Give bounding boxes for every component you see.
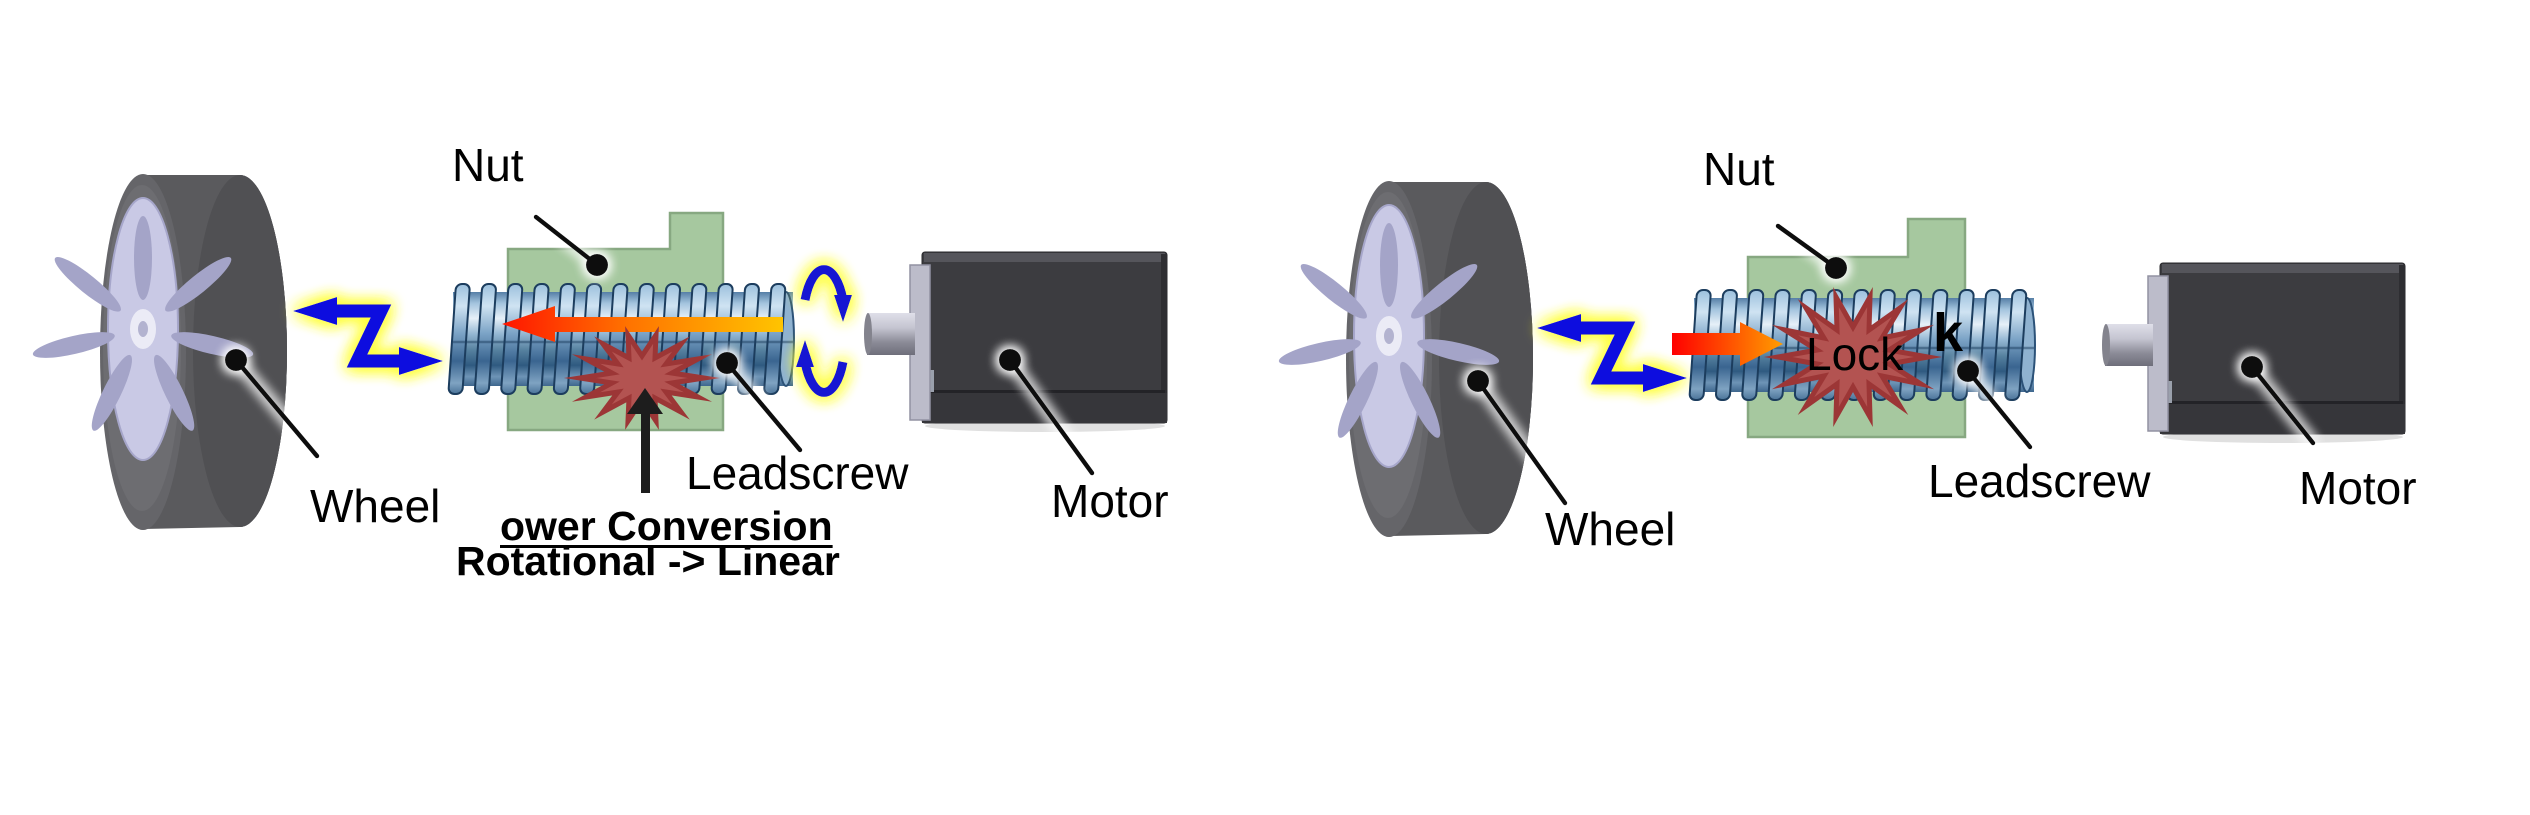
lock-burst-label: Lock [1806, 328, 1904, 380]
nut-leader-left [533, 214, 608, 276]
lock-starburst-right [1763, 286, 1943, 428]
nut-leader-right [1775, 223, 1847, 279]
power-conversion-caption: ower Conversion [500, 503, 833, 549]
motor-label-right: Motor [2299, 462, 2417, 514]
wheel-leader-left [225, 349, 320, 459]
motor-leader-left [999, 349, 1095, 476]
linear-motion-arrow-right [1672, 322, 1783, 366]
motor-left [863, 251, 1168, 433]
nut-label-right: Nut [1703, 143, 1775, 195]
nut-label-left: Nut [452, 139, 524, 191]
wheel-left [29, 173, 289, 531]
pointer-up-arrow [627, 388, 663, 493]
leadscrew-leader-left [716, 352, 803, 453]
wheel-right [1275, 180, 1534, 538]
wheel-leader-right [1467, 370, 1568, 506]
diagram-lock-state [1275, 180, 2406, 538]
rotation-arrows-icon [796, 265, 852, 397]
rotational-linear-caption: Rotational -> Linear [456, 538, 840, 584]
wheel-label-left: Wheel [310, 480, 441, 532]
force-zigzag-arrow-right [1537, 314, 1687, 392]
wheel-label-right: Wheel [1545, 503, 1676, 555]
motor-leader-right [2241, 356, 2316, 446]
motor-right [2101, 262, 2406, 444]
leadscrew-leader-right [1957, 360, 2033, 450]
leadscrew-label-left: Leadscrew [686, 447, 909, 499]
lock-stray-glyph: k [1933, 303, 1964, 363]
motor-label-left: Motor [1051, 475, 1169, 527]
force-zigzag-arrow-left [293, 297, 443, 375]
diagram-power-conversion [29, 173, 1168, 531]
leadscrew-label-right: Leadscrew [1928, 455, 2151, 507]
impact-starburst-left [563, 326, 721, 430]
linear-motion-arrow-left [502, 306, 783, 342]
